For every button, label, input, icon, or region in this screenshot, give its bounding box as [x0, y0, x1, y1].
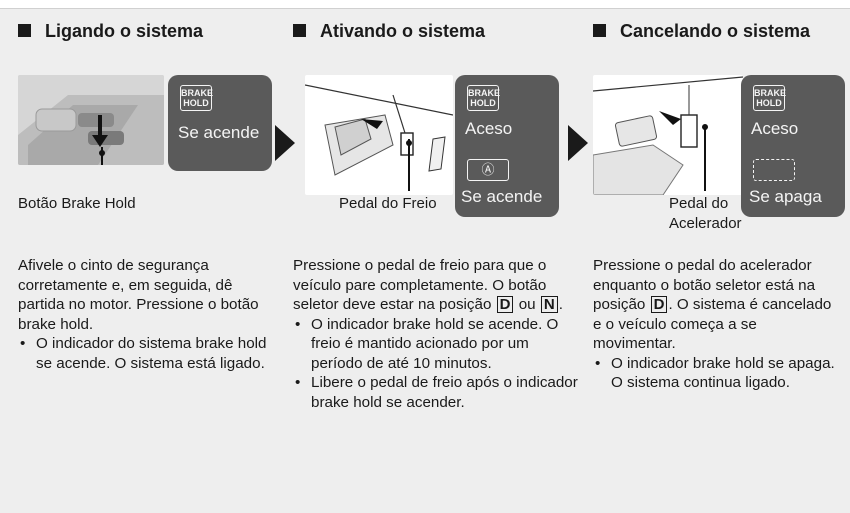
section-heading: Cancelando o sistema [593, 21, 810, 42]
list-item: Libere o pedal de freio após o indicador… [293, 373, 578, 412]
brake-pedal-drawing [305, 84, 453, 191]
list-item: O indicador brake hold se acende. O frei… [293, 315, 578, 374]
auto-hold-icon: Ⓐ [467, 159, 509, 181]
gear-position-d: D [496, 296, 514, 313]
callout-label: Acelerador [669, 215, 742, 232]
square-bullet-icon [18, 24, 31, 37]
indicator-status: Se apaga [749, 187, 822, 206]
bullet-list: O indicador brake hold se apaga. O siste… [593, 354, 843, 393]
square-bullet-icon [593, 24, 606, 37]
accelerator-pedal-illustration [593, 75, 743, 195]
section-body: Pressione o pedal de freio para que o ve… [293, 256, 578, 412]
list-item: O indicador brake hold se apaga. O siste… [593, 354, 843, 393]
accelerator-pedal-drawing [593, 76, 743, 195]
step-arrow-icon [568, 125, 588, 161]
center-console-illustration [18, 75, 164, 165]
gear-position-d: D [650, 296, 668, 313]
indicator-status: Se acende [178, 123, 260, 142]
list-item: O indicador do sistema brake hold se ace… [18, 334, 278, 373]
indicator-status: Aceso [465, 119, 513, 138]
square-bullet-icon [293, 24, 306, 37]
gear-position-n: N [540, 296, 558, 313]
step-arrow-icon [275, 125, 295, 161]
brake-pedal-illustration [305, 75, 453, 195]
section-heading: Ligando o sistema [18, 21, 203, 42]
auto-hold-off-icon [753, 159, 795, 181]
brake-hold-button-photo [18, 75, 164, 165]
section-body: Afivele o cinto de segurança corretament… [18, 256, 278, 373]
callout-label: Pedal do Freio [339, 195, 437, 212]
bullet-list: O indicador brake hold se acende. O frei… [293, 315, 578, 413]
section-body: Pressione o pedal do acelerador enquanto… [593, 256, 843, 393]
callout-label: Botão Brake Hold [18, 195, 136, 212]
bullet-list: O indicador do sistema brake hold se ace… [18, 334, 278, 373]
indicator-status: Aceso [751, 119, 799, 138]
indicator-status: Se acende [461, 187, 543, 206]
section-heading: Ativando o sistema [293, 21, 485, 42]
callout-label: Pedal do [669, 195, 729, 212]
